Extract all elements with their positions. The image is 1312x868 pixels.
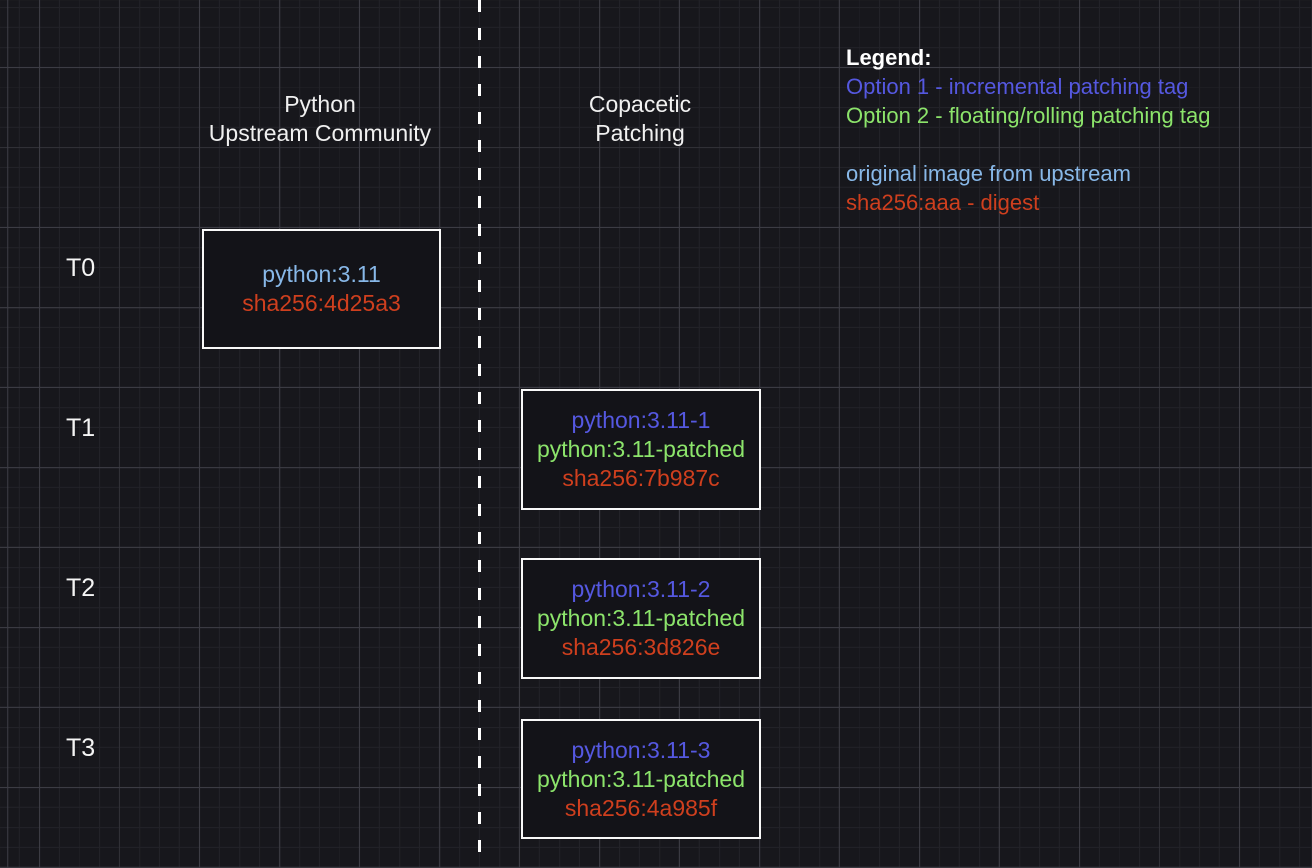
- column-header-copacetic-line2: Patching: [595, 120, 685, 146]
- image-box-t2-patched: python:3.11-2 python:3.11-patched sha256…: [521, 558, 761, 679]
- legend-entry-floating-tag: Option 2 - floating/rolling patching tag: [846, 103, 1211, 128]
- legend-spacer: [846, 130, 1210, 159]
- column-header-copacetic: Copacetic Patching: [540, 90, 740, 148]
- timeline-label-t3: T3: [66, 734, 96, 762]
- digest-line: sha256:4d25a3: [242, 290, 401, 316]
- digest-line: sha256:7b987c: [562, 465, 720, 491]
- incremental-tag-line: python:3.11-1: [571, 407, 711, 433]
- image-box-t0-upstream: python:3.11 sha256:4d25a3: [202, 229, 441, 349]
- image-box-t3-patched: python:3.11-3 python:3.11-patched sha256…: [521, 719, 761, 839]
- timeline-label-t0: T0: [66, 254, 96, 282]
- column-divider-dashed-line: [478, 0, 481, 868]
- incremental-tag-line: python:3.11-3: [571, 736, 711, 763]
- legend-entry-original-image: original image from upstream: [846, 161, 1131, 186]
- floating-tag-line: python:3.11-patched: [536, 436, 745, 462]
- floating-tag-line: python:3.11-patched: [536, 765, 745, 792]
- incremental-tag-line: python:3.11-2: [571, 576, 711, 602]
- legend-entry-digest: sha256:aaa - digest: [846, 190, 1040, 215]
- column-header-upstream-line2: Upstream Community: [208, 120, 432, 146]
- digest-line: sha256:3d826e: [561, 634, 721, 660]
- timeline-label-t2: T2: [66, 574, 96, 602]
- legend: Legend: Option 1 - incremental patching …: [846, 43, 1210, 217]
- original-tag-line: python:3.11: [262, 261, 381, 287]
- floating-tag-line: python:3.11-patched: [536, 605, 745, 631]
- column-header-upstream: Python Upstream Community: [150, 90, 490, 148]
- image-box-t1-patched: python:3.11-1 python:3.11-patched sha256…: [521, 389, 761, 510]
- column-header-copacetic-line1: Copacetic: [588, 91, 692, 117]
- column-header-upstream-line1: Python: [284, 91, 356, 117]
- digest-line: sha256:4a985f: [564, 794, 718, 821]
- timeline-label-t1: T1: [66, 414, 96, 442]
- legend-title: Legend:: [846, 45, 932, 70]
- legend-entry-incremental-tag: Option 1 - incremental patching tag: [846, 74, 1189, 99]
